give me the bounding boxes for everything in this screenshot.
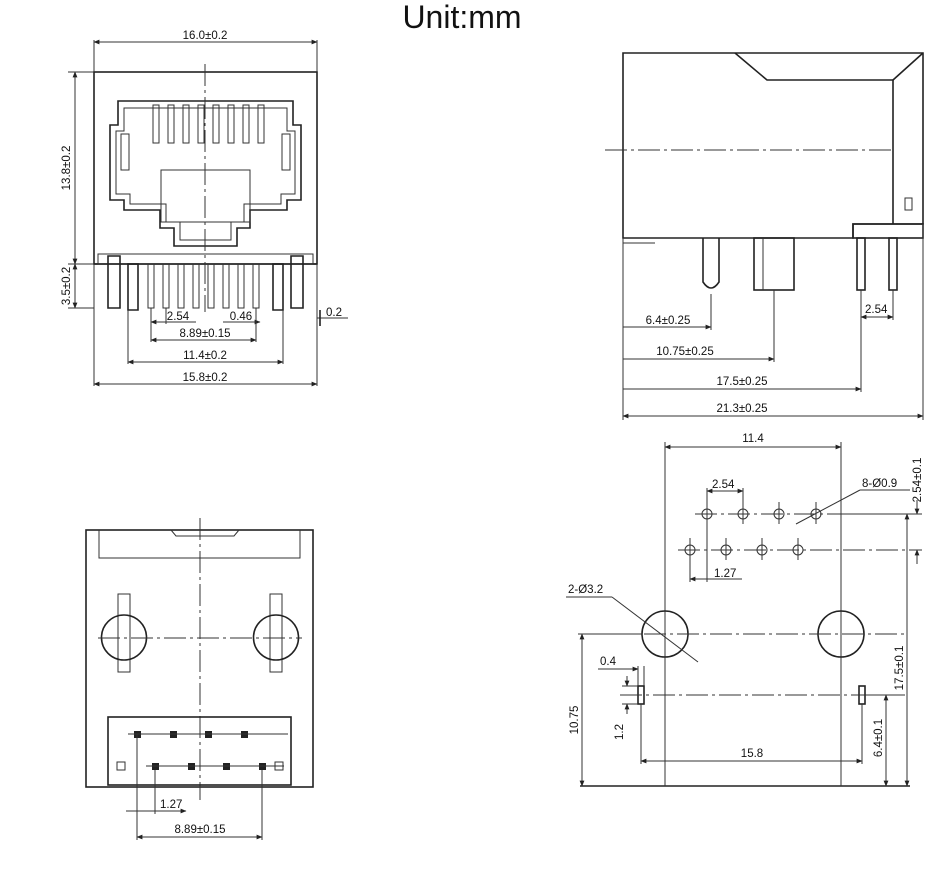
pcb-offset-dim: 0.4: [600, 656, 617, 668]
side-pitch-dim: 2.54: [865, 304, 888, 316]
front-pitch-dim: 2.54: [167, 311, 190, 323]
front-base-width-dim: 15.8±0.2: [183, 372, 228, 384]
side-view: 6.4±0.25 10.75±0.25 17.5±0.25 21.3±0.25 …: [605, 52, 924, 420]
pcb-pitch-dim: 2.54: [712, 479, 735, 491]
front-offset-dim: 0.2: [326, 307, 342, 319]
pcb-layout: 11.4 2.54 8-Ø0.9: [566, 433, 924, 787]
pcb-h3-dim: 6.4±0.1: [873, 719, 885, 757]
front-view: 16.0±0.2 13.8±0.2 3.5±0.2 2.54 0.46 8.89…: [61, 30, 348, 387]
pcb-h2-dim: 17.5±0.1: [894, 646, 906, 691]
bottom-span-dim: 8.89±0.15: [174, 824, 225, 836]
bottom-pitch-dim: 1.27: [160, 799, 182, 811]
front-tab-span-dim: 11.4±0.2: [183, 350, 227, 362]
pcb-row-spacing-dim: 2.54±0.1: [912, 458, 924, 503]
front-pin-height-dim: 3.5±0.2: [61, 267, 73, 305]
side-d4-dim: 21.3±0.25: [716, 403, 767, 415]
side-d3-dim: 17.5±0.25: [716, 376, 767, 388]
front-width-dim: 16.0±0.2: [183, 30, 228, 42]
pcb-tab-span-dim: 15.8: [741, 748, 763, 760]
pcb-half-pitch-dim: 1.27: [714, 568, 736, 580]
front-height-dim: 13.8±0.2: [61, 146, 73, 191]
side-d2-dim: 10.75±0.25: [656, 346, 713, 358]
bottom-view: 1.27 8.89±0.15: [85, 518, 314, 840]
pcb-mount-holes-dim: 2-Ø3.2: [568, 584, 603, 596]
front-pin-width-dim: 0.46: [230, 311, 252, 323]
pcb-holes-dim: 8-Ø0.9: [862, 478, 897, 490]
side-d1-dim: 6.4±0.25: [646, 315, 691, 327]
pcb-h1-dim: 10.75: [569, 706, 581, 735]
pcb-tab-width-dim: 1.2: [614, 724, 626, 740]
front-pin-span-dim: 8.89±0.15: [179, 328, 230, 340]
pcb-width-dim: 11.4: [742, 433, 764, 445]
unit-title: Unit:mm: [402, 0, 521, 35]
